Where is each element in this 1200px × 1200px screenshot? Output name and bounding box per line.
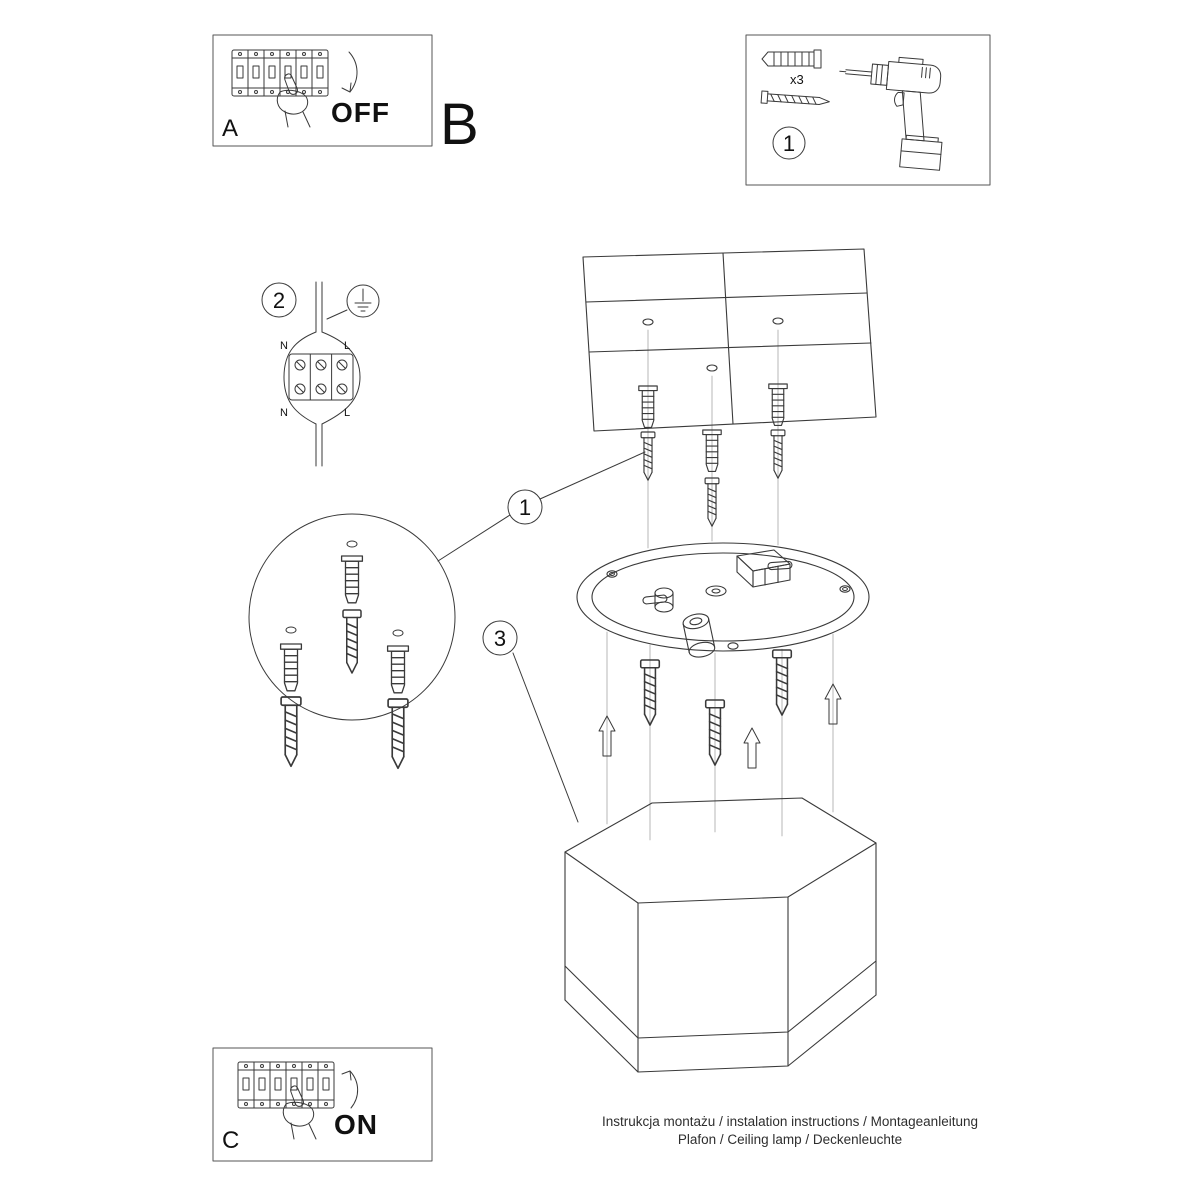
breaker-panel-icon — [238, 1062, 334, 1139]
panel-a-label: A — [222, 115, 238, 142]
on-arrow-icon — [341, 1070, 359, 1109]
label-n-bottom: N — [280, 407, 288, 419]
wiring-diagram: 2 N L N L — [261, 281, 380, 467]
breaker-panel-icon — [232, 50, 328, 127]
off-arrow-icon — [341, 51, 358, 93]
wall-plug-icon — [761, 49, 822, 69]
screw-icon — [760, 90, 830, 106]
terminal-connector — [736, 549, 791, 588]
tools-box: x3 1 — [745, 34, 991, 186]
magnifier-detail: 1 — [248, 451, 646, 770]
svg-text:1: 1 — [519, 495, 531, 520]
svg-text:1: 1 — [783, 131, 795, 156]
svg-text:2: 2 — [273, 288, 285, 313]
small-connector — [654, 587, 674, 613]
power-off-panel: A OFF — [212, 34, 433, 147]
callout-1-leaders — [437, 451, 646, 562]
step-2-badge: 2 — [261, 282, 297, 318]
ground-icon — [326, 284, 380, 320]
svg-text:3: 3 — [494, 626, 506, 651]
label-l-top: L — [344, 340, 350, 352]
panel-c-label: C — [222, 1127, 239, 1154]
callout-1-badge: 1 — [507, 489, 543, 525]
hex-lamp-body — [564, 797, 877, 1073]
section-b-label: B — [440, 92, 479, 157]
terminal-block — [288, 353, 354, 401]
footer-line-2: Plafon / Ceiling lamp / Deckenleuchte — [678, 1132, 902, 1147]
callout-3-badge: 3 — [482, 620, 518, 656]
exploded-view — [564, 248, 877, 1073]
plug-count-label: x3 — [790, 72, 804, 87]
mounting-plate — [576, 542, 870, 658]
on-label: ON — [334, 1109, 378, 1140]
fixing-screws — [639, 649, 793, 766]
power-on-panel: C ON — [212, 1047, 433, 1162]
footer-line-1: Instrukcja montażu / instalation instruc… — [602, 1114, 978, 1129]
label-l-bottom: L — [344, 407, 350, 419]
callout-3: 3 — [482, 620, 579, 823]
step-1-badge: 1 — [772, 126, 806, 160]
cable-connector — [682, 613, 716, 658]
guide-lines — [606, 329, 834, 841]
label-n-top: N — [280, 340, 288, 352]
drill-icon — [839, 56, 943, 171]
callout-3-leader — [512, 652, 579, 823]
ceiling-panel — [582, 248, 877, 432]
off-label: OFF — [331, 97, 390, 128]
cable-icon — [283, 281, 361, 467]
